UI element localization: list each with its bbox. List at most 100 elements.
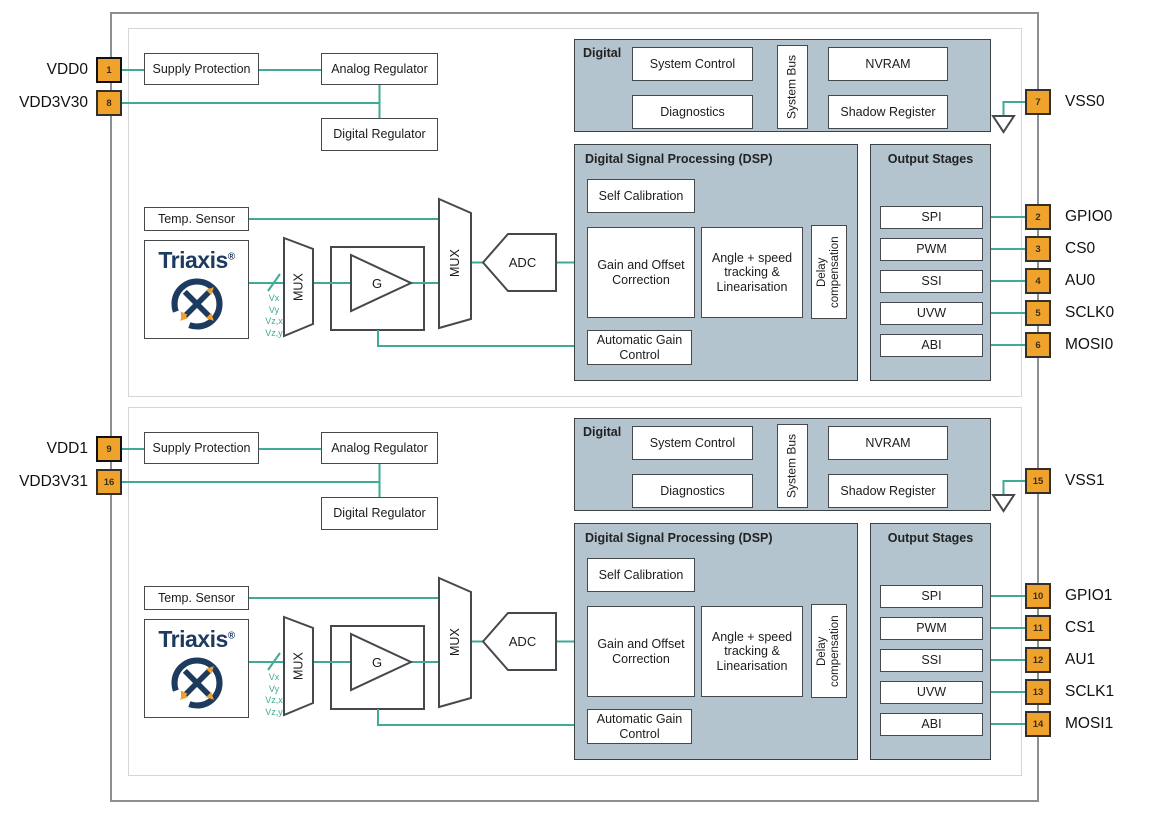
pin-cs0: 3 CS0 [1025, 236, 1095, 262]
pin-vss1: 15 VSS1 [1025, 468, 1105, 494]
temp-sensor-label: Temp. Sensor [157, 211, 236, 226]
wiring-svg [122, 448, 1027, 726]
pin-number-sclk0: 5 [1025, 300, 1051, 326]
pin-vdd0: VDD0 1 [0, 57, 122, 83]
output-ssi-block: SSI [880, 270, 983, 293]
pin-number-cs0: 3 [1025, 236, 1051, 262]
shadow-register-block: Shadow Register [828, 474, 948, 508]
gain-amp-triangle [350, 632, 414, 692]
diagnostics-block: Diagnostics [632, 95, 753, 129]
pin-vss0: 7 VSS0 [1025, 89, 1105, 115]
system-bus-block: System Bus [777, 424, 808, 508]
pin-mosi1: 14 MOSI1 [1025, 711, 1113, 737]
nvram-label: NVRAM [865, 435, 911, 450]
temp-sensor-label: Temp. Sensor [157, 590, 236, 605]
analog-regulator-block: Analog Regulator [321, 53, 438, 85]
triaxis-logo: Triaxis® [158, 249, 235, 272]
pwm-label: PWM [916, 242, 947, 257]
delay-compensation-block: Delay compensation [811, 225, 847, 319]
agc-block: Automatic Gain Control [587, 709, 692, 744]
supply-protection-label: Supply Protection [152, 61, 251, 76]
hall-signal-labels: Vx Vy Vz,x Vz,y [255, 293, 293, 339]
dsp-block: Digital Signal Processing (DSP) Self Cal… [574, 523, 858, 760]
signal-vzx: Vz,x [265, 316, 283, 326]
spi-label: SPI [921, 210, 942, 225]
supply-protection-block: Supply Protection [144, 432, 259, 464]
nvram-block: NVRAM [828, 426, 948, 460]
system-control-label: System Control [649, 56, 736, 71]
output-abi-block: ABI [880, 334, 983, 357]
angle-speed-block: Angle + speed tracking & Linearisation [701, 227, 803, 318]
self-calibration-block: Self Calibration [587, 558, 695, 592]
triaxis-logo: Triaxis® [158, 628, 235, 651]
pin-cs1: 11 CS1 [1025, 615, 1095, 641]
temp-sensor-block: Temp. Sensor [144, 207, 249, 231]
digital-regulator-block: Digital Regulator [321, 497, 438, 530]
dsp-block-title: Digital Signal Processing (DSP) [585, 152, 773, 166]
pwm-label: PWM [916, 621, 947, 636]
ground-symbol-icon [991, 494, 1016, 513]
system-control-block: System Control [632, 47, 753, 81]
system-bus-block: System Bus [777, 45, 808, 129]
pin-name-mosi1: MOSI1 [1065, 715, 1114, 732]
pin-number-vdd3v30: 8 [96, 90, 122, 116]
pin-name-vdd3v30: VDD3V30 [19, 94, 88, 111]
self-calibration-label: Self Calibration [598, 567, 684, 582]
signal-vzy: Vz,y [265, 706, 283, 717]
pin-name-cs0: CS0 [1065, 240, 1096, 257]
pin-mosi0: 6 MOSI0 [1025, 332, 1113, 358]
ground-symbol-icon [991, 115, 1016, 134]
output-pwm-block: PWM [880, 617, 983, 640]
pin-name-cs1: CS1 [1065, 619, 1096, 636]
mux1-shape [283, 615, 314, 717]
die-1: Supply Protection Analog Regulator Digit… [19, 407, 1114, 776]
temp-sensor-block: Temp. Sensor [144, 586, 249, 610]
pin-name-mosi0: MOSI0 [1065, 336, 1114, 353]
agc-label: Automatic Gain Control [596, 712, 683, 741]
angle-speed-block: Angle + speed tracking & Linearisation [701, 606, 803, 697]
system-control-block: System Control [632, 426, 753, 460]
pin-number-vdd3v31: 16 [96, 469, 122, 495]
pin-sclk1: 13 SCLK1 [1025, 679, 1114, 705]
adc-shape [481, 612, 557, 671]
triaxis-sensor-block: Triaxis® [144, 240, 249, 339]
output-stages-block: Output Stages SPI PWM SSI UVW ABI [870, 523, 991, 760]
gain-offset-block: Gain and Offset Correction [587, 227, 695, 318]
output-abi-block: ABI [880, 713, 983, 736]
diagnostics-label: Diagnostics [660, 483, 725, 498]
output-uvw-block: UVW [880, 681, 983, 704]
pin-name-au1: AU1 [1065, 651, 1096, 668]
chip-boundary [110, 12, 1039, 802]
digital-regulator-label: Digital Regulator [333, 127, 426, 142]
gain-offset-block: Gain and Offset Correction [587, 606, 695, 697]
self-calibration-label: Self Calibration [598, 188, 684, 203]
pin-number-gpio1: 10 [1025, 583, 1051, 609]
pin-name-vss1: VSS1 [1065, 472, 1105, 489]
angle-speed-label: Angle + speed tracking & Linearisation [711, 629, 793, 673]
abi-label: ABI [921, 338, 942, 353]
triaxis-compass-icon [170, 657, 223, 709]
mux2-shape [438, 197, 472, 330]
uvw-label: UVW [916, 306, 947, 321]
pin-name-vdd1: VDD1 [46, 440, 88, 457]
pin-number-gpio0: 2 [1025, 204, 1051, 230]
digital-block: Digital System Control Diagnostics Syste… [574, 418, 991, 511]
registered-mark: ® [227, 630, 235, 642]
pin-number-au0: 4 [1025, 268, 1051, 294]
spi-label: SPI [921, 589, 942, 604]
pin-name-au0: AU0 [1065, 272, 1096, 289]
pin-number-vss1: 15 [1025, 468, 1051, 494]
gain-amp-triangle [350, 253, 414, 313]
pin-number-vdd0: 1 [96, 57, 122, 83]
pin-number-sclk1: 13 [1025, 679, 1051, 705]
output-uvw-block: UVW [880, 302, 983, 325]
output-stages-title: Output Stages [887, 152, 974, 166]
output-spi-block: SPI [880, 206, 983, 229]
die-0: Supply Protection Analog Regulator Digit… [19, 28, 1114, 397]
pin-gpio1: 10 GPIO1 [1025, 583, 1112, 609]
output-stages-block: Output Stages SPI PWM SSI UVW ABI [870, 144, 991, 381]
wiring-svg [122, 69, 1027, 347]
delay-compensation-block: Delay compensation [811, 604, 847, 698]
uvw-label: UVW [916, 685, 947, 700]
